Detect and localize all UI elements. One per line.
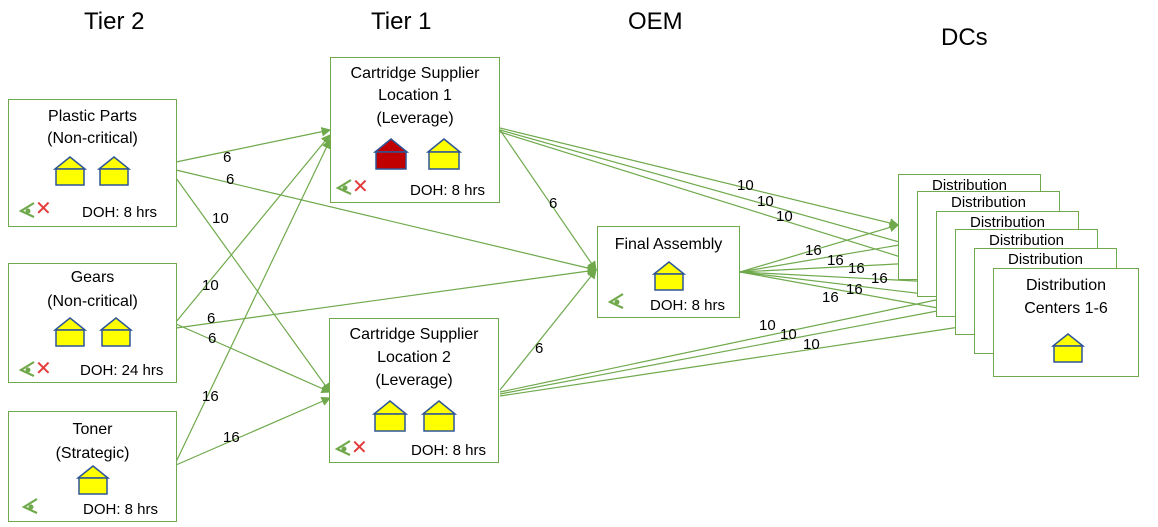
house-icon — [99, 317, 133, 347]
node-title-line2: Centers 1-6 — [1024, 300, 1108, 317]
doh-label: DOH: 8 hrs — [83, 501, 159, 518]
eye-visibility-icon — [18, 361, 35, 377]
eye-visibility-icon — [607, 293, 624, 309]
edge-final-dc-a — [739, 222, 900, 273]
node-cartridge-supplier-1[interactable]: Cartridge Supplier Location 1 (Leverage)… — [330, 57, 500, 203]
house-icon — [372, 400, 408, 432]
edge-label-cart1-final: 6 — [549, 195, 558, 212]
oem-header: OEM — [628, 8, 683, 35]
node-title-line1: Toner — [72, 421, 113, 438]
edge-label-cart1-dc-b: 10 — [757, 193, 774, 210]
edge-cart1-dc-b — [499, 129, 919, 250]
edge-label-cart2-dc-a: 10 — [759, 317, 776, 334]
edge-cart1-dc-a — [499, 127, 900, 228]
node-title-line2: Location 2 — [377, 349, 451, 366]
edge-cart2-final — [499, 269, 597, 391]
edge-label-gears-cart1: 10 — [202, 277, 219, 294]
house-icon — [652, 261, 686, 291]
node-toner[interactable]: Toner (Strategic) DOH: 8 hrs — [8, 411, 177, 522]
node-distribution-centers[interactable]: Distribution Centers 1-6 — [993, 268, 1139, 377]
red-x-icon: ✕ — [352, 176, 369, 198]
edge-cart2-dc-b — [499, 300, 976, 395]
edge-label-cart2-dc-b: 10 — [780, 326, 797, 343]
red-x-icon: ✕ — [35, 198, 52, 220]
edge-label-gears-cart2: 6 — [208, 330, 217, 347]
edge-toner-cart1 — [175, 138, 331, 463]
doh-label: DOH: 8 hrs — [650, 297, 726, 314]
dc-stack-label: Distribution — [931, 178, 1008, 192]
edge-plastic-final — [175, 169, 598, 273]
edge-cart1-dc-c — [499, 131, 938, 271]
edge-gears-cart1 — [175, 134, 331, 323]
edge-label-plastic-cart1: 6 — [223, 149, 232, 166]
doh-label: DOH: 8 hrs — [410, 182, 486, 199]
node-title-line1: Final Assembly — [614, 236, 723, 253]
edge-cart2-dc-a — [499, 293, 957, 393]
edge-label-final-dc-b: 16 — [827, 252, 844, 269]
edge-label-gears-final: 6 — [207, 310, 216, 327]
node-title-line1: Cartridge Supplier — [350, 65, 480, 82]
doh-label: DOH: 8 hrs — [411, 442, 487, 459]
edge-gears-cart2 — [175, 323, 332, 393]
house-icon — [1051, 333, 1085, 363]
node-title-line2: (Non-critical) — [47, 130, 138, 147]
edge-plastic-cart2 — [175, 177, 331, 393]
doh-label: DOH: 8 hrs — [82, 204, 158, 221]
eye-visibility-icon — [21, 498, 38, 514]
house-icon — [426, 138, 462, 170]
house-icon — [53, 156, 87, 186]
node-title-line3: (Leverage) — [376, 110, 454, 127]
dc-stack-label: Distribution — [969, 215, 1046, 229]
red-x-icon: ✕ — [351, 437, 368, 459]
edge-cart2-dc-c — [499, 318, 995, 397]
node-title-line2: (Strategic) — [55, 445, 130, 462]
edge-cart1-final — [499, 129, 597, 271]
edge-label-toner-cart1: 16 — [202, 388, 219, 405]
dc-stack-label: Distribution — [988, 233, 1065, 247]
house-icon — [76, 465, 110, 495]
edge-label-toner-cart2: 16 — [223, 429, 240, 446]
node-title-line2: Location 1 — [378, 87, 452, 104]
dcs-header: DCs — [941, 24, 988, 51]
edge-label-cart1-dc-a: 10 — [737, 177, 754, 194]
red-x-icon: ✕ — [35, 358, 52, 380]
node-final-assembly[interactable]: Final Assembly DOH: 8 hrs — [597, 226, 740, 318]
node-title-line1: Gears — [70, 269, 115, 286]
dc-stack-label: Distribution — [1007, 252, 1084, 266]
edge-toner-cart2 — [175, 396, 332, 466]
edge-label-final-dc-d: 16 — [871, 270, 888, 287]
edge-label-final-dc-f: 16 — [822, 289, 839, 306]
node-gears[interactable]: Gears (Non-critical) ✕ DOH: 24 hrs — [8, 263, 177, 383]
node-title-line1: Distribution — [1025, 277, 1107, 294]
eye-visibility-icon — [18, 202, 35, 218]
dc-stack-label: Distribution — [950, 195, 1027, 209]
edge-label-final-dc-e: 16 — [846, 281, 863, 298]
eye-visibility-icon — [335, 179, 352, 195]
node-title-line1: Cartridge Supplier — [349, 326, 479, 343]
house-icon — [373, 138, 409, 170]
node-title-line1: Plastic Parts — [48, 108, 137, 125]
eye-visibility-icon — [334, 440, 351, 456]
house-icon — [421, 400, 457, 432]
edge-label-cart2-final: 6 — [535, 340, 544, 357]
node-title-line2: (Non-critical) — [47, 293, 138, 310]
edge-plastic-cart1 — [175, 127, 332, 163]
node-plastic-parts[interactable]: Plastic Parts (Non-critical) ✕ DOH: 8 hr… — [8, 99, 177, 227]
edge-label-cart2-dc-c: 10 — [803, 336, 820, 353]
edge-label-plastic-final: 6 — [226, 171, 235, 188]
edge-label-cart1-dc-c: 10 — [776, 208, 793, 225]
node-title-line3: (Leverage) — [375, 372, 453, 389]
tier1-header: Tier 1 — [371, 8, 432, 35]
edge-label-final-dc-c: 16 — [848, 260, 865, 277]
house-icon — [53, 317, 87, 347]
tier2-header: Tier 2 — [84, 8, 145, 35]
node-cartridge-supplier-2[interactable]: Cartridge Supplier Location 2 (Leverage)… — [329, 318, 499, 463]
house-icon — [97, 156, 131, 186]
edge-label-plastic-cart2: 10 — [212, 210, 229, 227]
edge-label-final-dc-a: 16 — [805, 242, 822, 259]
edge-gears-final — [175, 266, 598, 329]
edge-final-dc-b — [739, 238, 919, 273]
doh-label: DOH: 24 hrs — [80, 362, 164, 379]
